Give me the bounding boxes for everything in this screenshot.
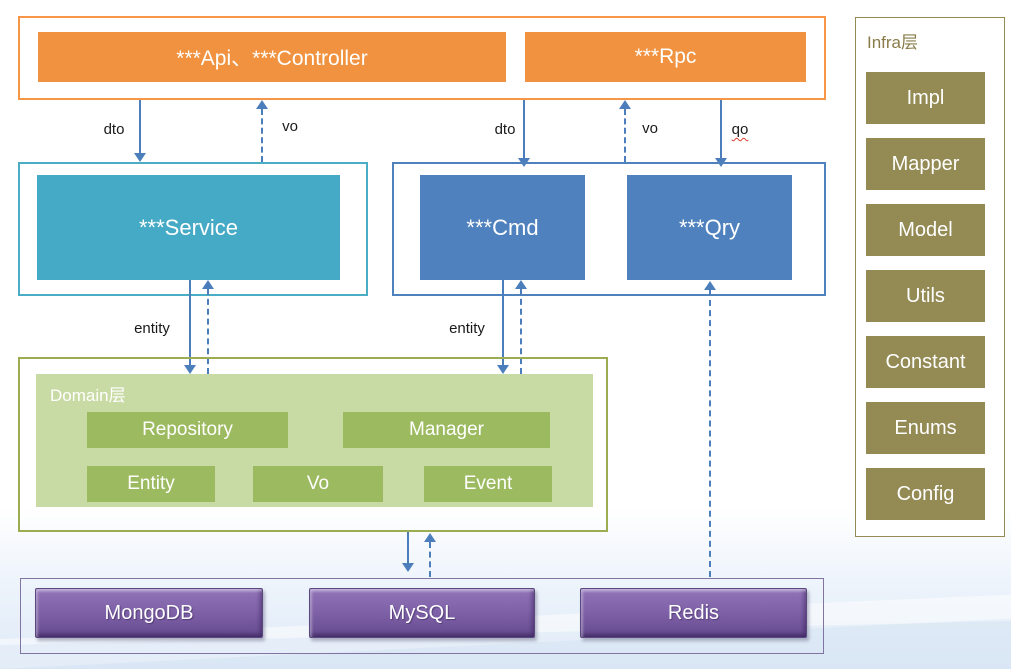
api-controller-box: ***Api、***Controller <box>38 32 506 82</box>
qry-box: ***Qry <box>627 175 792 280</box>
arrow-db-domain-head <box>424 533 436 542</box>
repository-label: Repository <box>142 419 233 440</box>
service-label: ***Service <box>138 214 239 240</box>
domain-manager-box: Manager <box>343 412 550 448</box>
arrow-service-entity-head <box>184 365 196 374</box>
mapper-label: Mapper <box>891 152 960 175</box>
vo-label: Vo <box>306 473 330 494</box>
arrow-qo-line <box>720 100 722 158</box>
domain-vo-box: Vo <box>253 466 383 502</box>
infra-config-box: Config <box>866 468 985 520</box>
label-dto-mid: dto <box>494 121 516 138</box>
infra-enums-box: Enums <box>866 402 985 454</box>
arrow-db-domain-line <box>429 542 431 577</box>
domain-layer-title: Domain层 <box>50 386 126 405</box>
domain-layer-container <box>18 357 608 532</box>
label-entity-mid: entity <box>449 320 485 337</box>
arrow-dto2-line <box>523 100 525 158</box>
domain-event-box: Event <box>424 466 552 502</box>
arrow-vo2-head <box>619 100 631 109</box>
label-vo-left: vo <box>282 118 298 135</box>
label-vo-mid: vo <box>642 120 658 137</box>
redis-box: Redis <box>580 588 807 638</box>
cmd-label: ***Cmd <box>466 214 539 240</box>
qry-label: ***Qry <box>678 214 741 240</box>
mongodb-box: MongoDB <box>35 588 263 638</box>
enums-label: Enums <box>894 416 957 439</box>
rpc-box: ***Rpc <box>525 32 806 82</box>
infra-model-box: Model <box>866 204 985 256</box>
mongodb-label: MongoDB <box>104 601 194 624</box>
label-qo: qo <box>731 121 749 138</box>
arrow-vo2-line <box>624 109 626 162</box>
arrow-cmd-entity-up-head <box>515 280 527 289</box>
arrow-cmd-entity-head <box>497 365 509 374</box>
cmd-box: ***Cmd <box>420 175 585 280</box>
arrow-cmd-entity-up-line <box>520 289 522 374</box>
api-layer-container <box>18 16 826 100</box>
label-dto-left: dto <box>103 121 125 138</box>
arrow-cmd-entity-line <box>502 280 504 365</box>
impl-label: Impl <box>906 86 945 109</box>
data-layer-container <box>20 578 824 654</box>
arrow-qry-redis-line <box>709 290 711 577</box>
event-label: Event <box>463 473 513 494</box>
arrow-service-entity-up-head <box>202 280 214 289</box>
arrow-service-entity-line <box>189 280 191 365</box>
utils-label: Utils <box>906 284 945 307</box>
arrow-dto-head <box>134 153 146 162</box>
arrow-service-entity-up-line <box>207 289 209 374</box>
cmd-qry-container <box>392 162 826 296</box>
infra-utils-box: Utils <box>866 270 985 322</box>
arrow-vo-line <box>261 109 263 162</box>
rpc-label: ***Rpc <box>634 45 697 68</box>
service-container <box>18 162 368 296</box>
label-entity-left: entity <box>134 320 170 337</box>
constant-label: Constant <box>885 350 966 373</box>
entity-label: Entity <box>127 473 175 494</box>
arrow-dto-line <box>139 100 141 153</box>
arrow-qry-redis-head <box>704 281 716 290</box>
infra-constant-box: Constant <box>866 336 985 388</box>
domain-repository-box: Repository <box>87 412 288 448</box>
mysql-box: MySQL <box>309 588 535 638</box>
service-box: ***Service <box>37 175 340 280</box>
infra-impl-box: Impl <box>866 72 985 124</box>
arrow-domain-db-line <box>407 532 409 563</box>
arrow-domain-db-head <box>402 563 414 572</box>
infra-layer-title: Infra层 <box>867 33 919 52</box>
mysql-label: MySQL <box>388 601 456 624</box>
api-controller-label: ***Api、***Controller <box>176 47 368 70</box>
manager-label: Manager <box>409 419 484 440</box>
model-label: Model <box>898 218 953 241</box>
config-label: Config <box>896 482 955 505</box>
domain-entity-box: Entity <box>87 466 215 502</box>
arrow-vo-head <box>256 100 268 109</box>
infra-mapper-box: Mapper <box>866 138 985 190</box>
redis-label: Redis <box>667 601 720 624</box>
